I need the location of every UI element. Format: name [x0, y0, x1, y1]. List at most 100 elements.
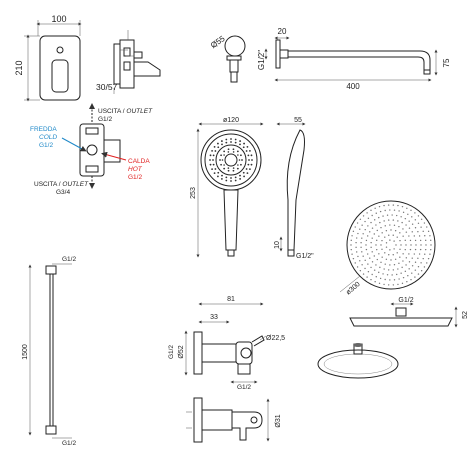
- nozzle-dot: [362, 215, 365, 217]
- nozzle-dot: [410, 244, 412, 246]
- nozzle-dot: [361, 224, 363, 226]
- nozzle-dot: [384, 225, 386, 227]
- nozzle-dot: [417, 215, 420, 217]
- nozzle-dot: [221, 174, 223, 177]
- nozzle-dot: [417, 257, 419, 260]
- arm-flange-side: [224, 35, 246, 57]
- nozzle-dot: [230, 138, 232, 140]
- nozzle-dot: [407, 274, 409, 277]
- nozzle-dot: [393, 279, 396, 281]
- nozzle-dot: [248, 159, 250, 161]
- outlet-bottom-it: USCITA /: [34, 181, 61, 188]
- nozzle-dot: [384, 236, 386, 238]
- nozzle-dot: [429, 253, 431, 255]
- nozzle-dot: [396, 236, 398, 238]
- nozzle-dot: [214, 150, 217, 152]
- nozzle-dot: [369, 231, 371, 233]
- nozzle-dot: [230, 180, 232, 182]
- nozzle-dot: [381, 232, 383, 234]
- nozzle-dot: [383, 204, 385, 207]
- elbow-wall-flange: [193, 331, 203, 375]
- nozzle-dot: [245, 168, 248, 170]
- nozzle-dot: [371, 214, 373, 217]
- headshower-perspective: [317, 349, 399, 379]
- nozzle-dot: [225, 179, 228, 182]
- nozzle-dot: [370, 221, 372, 224]
- nozzle-dot: [418, 253, 421, 255]
- outlet-top-it: USCITA /: [98, 108, 125, 115]
- nozzle-dot: [227, 148, 230, 151]
- nozzle-dot: [217, 171, 220, 174]
- cold-it-label: FREDDA: [30, 126, 57, 133]
- nozzle-dot: [365, 248, 368, 251]
- nozzle-dot: [405, 231, 408, 233]
- nozzle-dot: [239, 174, 241, 177]
- nozzle-dot: [360, 242, 362, 244]
- nozzle-dot: [390, 229, 392, 231]
- nozzle-dot: [243, 142, 245, 145]
- nozzle-dot: [405, 244, 407, 246]
- head-shower-drawing: ø300 G1/2 52: [317, 200, 469, 379]
- arm-thread-label: G1/2": [257, 50, 266, 70]
- nozzle-dot: [379, 266, 381, 269]
- nozzle-dot: [417, 265, 420, 268]
- nozzle-dot: [392, 254, 394, 256]
- nozzle-dot: [356, 237, 358, 239]
- nozzle-dot: [376, 248, 378, 251]
- nozzle-dot: [387, 269, 390, 271]
- nozzle-dot: [394, 258, 397, 260]
- nozzle-dot: [404, 239, 406, 242]
- nozzle-dot: [415, 244, 417, 246]
- nozzle-dot: [382, 215, 384, 217]
- nozzle-dot: [239, 143, 241, 146]
- nozzle-dot: [378, 271, 380, 274]
- nozzle-dot: [380, 261, 382, 264]
- nozzle-dot: [219, 159, 221, 161]
- nozzle-dot: [417, 273, 420, 275]
- elbow-offset-label: 33: [210, 314, 218, 321]
- nozzle-dot: [234, 179, 237, 182]
- nozzle-dot: [234, 176, 237, 179]
- shower-arm-drawing: Ø55 20 G1/2" 75 400: [209, 27, 451, 91]
- nozzle-dot: [400, 216, 402, 218]
- nozzle-dot: [413, 235, 416, 237]
- nozzle-dot: [211, 149, 213, 152]
- nozzle-dot: [379, 221, 381, 224]
- handshower-thread-label: G1/2": [296, 253, 314, 260]
- mixer-lever: [51, 59, 69, 93]
- nozzle-dot: [371, 273, 373, 276]
- nozzle-dot: [396, 214, 398, 217]
- nozzle-dot: [370, 246, 372, 249]
- nozzle-dot: [240, 154, 242, 157]
- nozzle-dot: [350, 239, 352, 242]
- nozzle-dot: [411, 265, 414, 267]
- nozzle-dot: [424, 248, 427, 251]
- nozzle-dot: [426, 262, 428, 264]
- nozzle-dot: [357, 232, 359, 235]
- nozzle-dot: [414, 269, 417, 271]
- hot-arrow-icon: [101, 151, 127, 161]
- nozzle-dot: [388, 234, 390, 236]
- arm-flange-diameter-label: Ø55: [209, 34, 227, 50]
- nozzle-dot: [374, 207, 376, 209]
- nozzle-dot: [392, 269, 395, 271]
- nozzle-dot: [217, 146, 220, 149]
- nozzle-dot: [223, 164, 225, 166]
- nozzle-dot: [365, 244, 367, 246]
- hose-drawing: G1/2 G1/2 1500: [22, 256, 76, 447]
- nozzle-dot: [209, 159, 211, 161]
- hot-size-label: G1/2: [128, 174, 142, 181]
- wall-elbow-drawing: 81 33 Ø52 G1/2 Ø22,5 G1/2 Ø31: [168, 296, 285, 443]
- nozzle-dot: [408, 268, 410, 270]
- nozzle-dot: [385, 246, 388, 248]
- nozzle-dot: [411, 231, 413, 233]
- nozzle-dot: [404, 270, 407, 273]
- elbow-side-dim-label: Ø31: [275, 414, 282, 427]
- nozzle-dot: [430, 239, 432, 242]
- nozzle-dot: [239, 178, 242, 180]
- nozzle-dot: [220, 154, 222, 157]
- nozzle-dot: [236, 150, 239, 153]
- nozzle-dot: [354, 262, 356, 264]
- hose-bottom-nut: [45, 425, 57, 435]
- headshower-height-label: 52: [462, 311, 469, 319]
